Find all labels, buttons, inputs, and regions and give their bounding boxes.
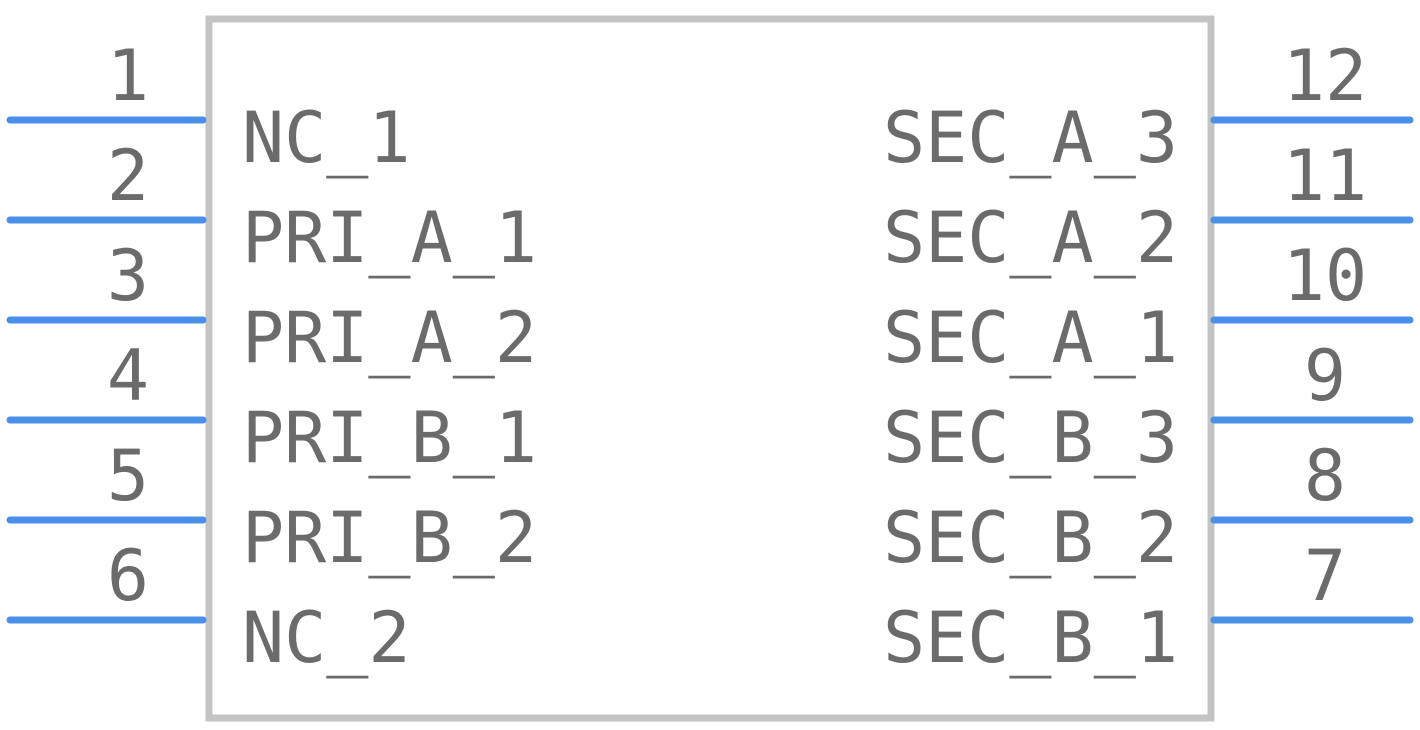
pin-name: SEC_B_1 (883, 597, 1178, 679)
pin-name: SEC_A_2 (883, 197, 1178, 279)
component-body (205, 15, 1215, 722)
pin-number: 8 (1304, 435, 1346, 517)
pin-name: SEC_B_3 (883, 397, 1178, 479)
pin-number: 5 (107, 435, 149, 517)
pin-name: PRI_B_2 (242, 497, 537, 579)
pin-number: 1 (107, 35, 149, 117)
pin-number: 4 (107, 335, 149, 417)
pin-name: SEC_A_1 (883, 297, 1178, 379)
pin-name: PRI_A_1 (242, 197, 537, 279)
pin-number: 12 (1283, 35, 1367, 117)
pin-name: PRI_A_2 (242, 297, 537, 379)
pin-1: 1NC_1 (6, 35, 411, 179)
pin-number: 6 (107, 535, 149, 617)
pin-number: 10 (1283, 235, 1367, 317)
left-pin-group: 1NC_12PRI_A_13PRI_A_24PRI_B_15PRI_B_26NC… (6, 35, 537, 679)
pin-6: 6NC_2 (6, 535, 411, 679)
pin-name: NC_2 (242, 597, 411, 679)
pin-name: SEC_A_3 (883, 97, 1178, 179)
pin-number: 3 (107, 235, 149, 317)
pin-name: PRI_B_1 (242, 397, 537, 479)
pin-number: 11 (1283, 135, 1367, 217)
pin-number: 7 (1304, 535, 1346, 617)
pin-name: SEC_B_2 (883, 497, 1178, 579)
pin-name: NC_1 (242, 97, 411, 179)
pin-number: 2 (107, 135, 149, 217)
pin-number: 9 (1304, 335, 1346, 417)
